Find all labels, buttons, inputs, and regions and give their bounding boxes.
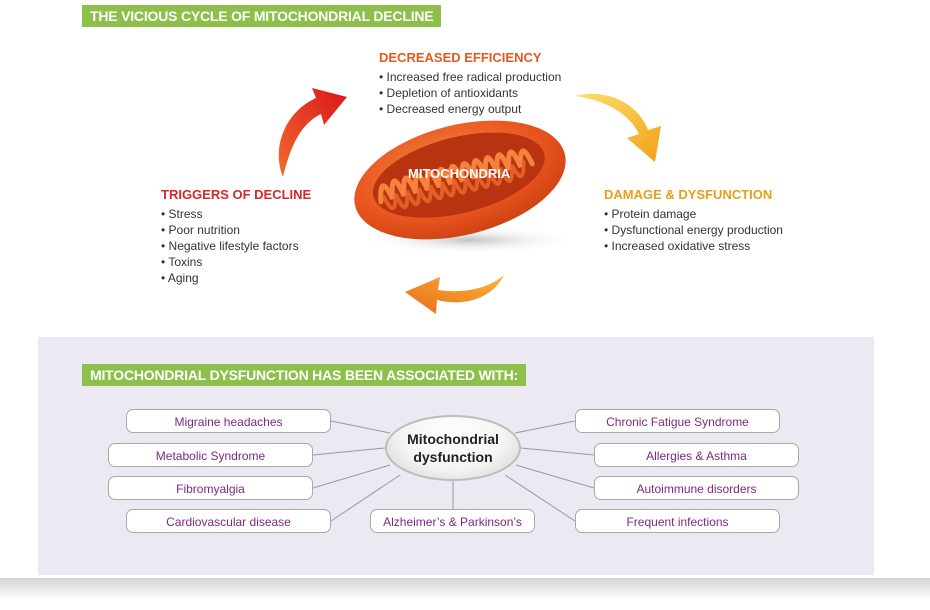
orange-arrow — [405, 275, 504, 314]
condition-pill: Alzheimer’s & Parkinson’s — [370, 509, 535, 533]
center-oval: Mitochondrial dysfunction — [385, 415, 521, 481]
efficiency-item: Decreased energy output — [379, 101, 561, 117]
connector-lines — [312, 420, 595, 522]
associations-title-banner: MITOCHONDRIAL DYSFUNCTION HAS BEEN ASSOC… — [82, 364, 526, 386]
center-line-1: Mitochondrial — [407, 431, 499, 447]
triggers-heading: TRIGGERS OF DECLINE — [161, 187, 312, 202]
condition-pill: Autoimmune disorders — [594, 476, 799, 500]
panel-shadow — [0, 578, 930, 610]
trigger-item: Stress — [161, 206, 311, 222]
mitochondria-label: MITOCHONDRIA — [408, 166, 511, 181]
condition-pill: Cardiovascular disease — [126, 509, 331, 533]
trigger-item: Aging — [161, 270, 311, 286]
condition-pill: Fibromyalgia — [108, 476, 313, 500]
condition-pill: Metabolic Syndrome — [108, 443, 313, 467]
damage-heading: DAMAGE & DYSFUNCTION — [604, 187, 773, 202]
efficiency-item: Depletion of antioxidants — [379, 85, 561, 101]
red-arrow — [278, 88, 347, 177]
trigger-item: Poor nutrition — [161, 222, 311, 238]
damage-item: Dysfunctional energy production — [604, 222, 783, 238]
efficiency-heading: DECREASED EFFICIENCY — [379, 50, 542, 65]
decreased-efficiency-block: DECREASED EFFICIENCY Increased free radi… — [379, 50, 561, 117]
mitochondrion-illustration — [354, 120, 566, 240]
condition-pill: Frequent infections — [575, 509, 780, 533]
triggers-block: TRIGGERS OF DECLINE Stress Poor nutritio… — [161, 187, 311, 286]
damage-dysfunction-block: DAMAGE & DYSFUNCTION Protein damage Dysf… — [604, 187, 783, 254]
yellow-arrow — [575, 93, 661, 162]
condition-pill: Allergies & Asthma — [594, 443, 799, 467]
damage-item: Protein damage — [604, 206, 783, 222]
damage-item: Increased oxidative stress — [604, 238, 783, 254]
condition-pill: Chronic Fatigue Syndrome — [575, 409, 780, 433]
trigger-item: Negative lifestyle factors — [161, 238, 311, 254]
center-line-2: dysfunction — [413, 449, 493, 465]
condition-pill: Migraine headaches — [126, 409, 331, 433]
cycle-title-banner: THE VICIOUS CYCLE OF MITOCHONDRIAL DECLI… — [82, 5, 442, 27]
trigger-item: Toxins — [161, 254, 311, 270]
efficiency-item: Increased free radical production — [379, 69, 562, 85]
